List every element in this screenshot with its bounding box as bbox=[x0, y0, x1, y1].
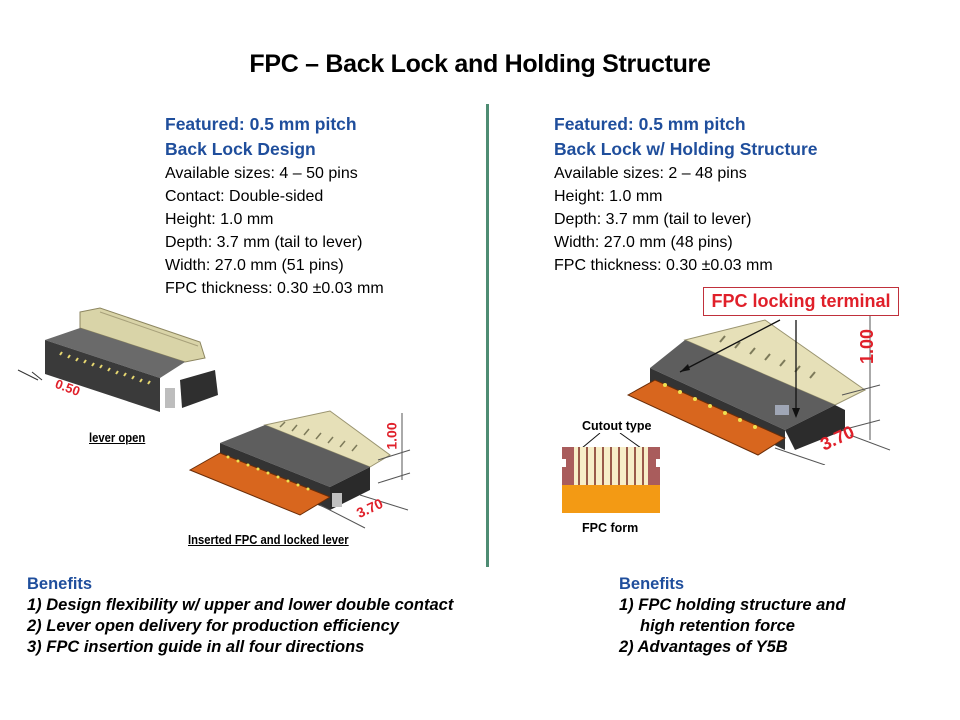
right-spec-width: Width: 27.0 mm (48 pins) bbox=[554, 234, 733, 251]
left-height-dimension-label: 1.00 bbox=[383, 422, 400, 450]
right-benefits: Benefits 1) FPC holding structure and hi… bbox=[619, 574, 845, 658]
left-spec-height: Height: 1.0 mm bbox=[165, 211, 274, 228]
right-spec-height: Height: 1.0 mm bbox=[554, 188, 663, 205]
right-spec-fpc-thickness: FPC thickness: 0.30 ±0.03 mm bbox=[554, 257, 773, 274]
right-heading-line-2: Back Lock w/ Holding Structure bbox=[554, 139, 818, 159]
left-spec-fpc-thickness: FPC thickness: 0.30 ±0.03 mm bbox=[165, 280, 384, 297]
left-spec-block: Featured: 0.5 mm pitch Back Lock Design … bbox=[165, 112, 384, 300]
left-spec-width: Width: 27.0 mm (51 pins) bbox=[165, 257, 344, 274]
left-heading-line-1: Featured: 0.5 mm pitch bbox=[165, 114, 357, 134]
left-heading-line-2: Back Lock Design bbox=[165, 139, 316, 159]
connector-locked-illustration bbox=[188, 410, 411, 529]
column-divider bbox=[486, 104, 489, 567]
right-spec-sizes: Available sizes: 2 – 48 pins bbox=[554, 165, 747, 182]
left-benefit-item: 1) Design flexibility w/ upper and lower… bbox=[27, 596, 454, 614]
right-benefit-item-continuation: high retention force bbox=[640, 617, 795, 635]
lever-open-caption: lever open bbox=[89, 431, 146, 445]
connector-lever-open-illustration bbox=[17, 307, 218, 412]
right-spec-depth: Depth: 3.7 mm (tail to lever) bbox=[554, 211, 752, 228]
left-spec-depth: Depth: 3.7 mm (tail to lever) bbox=[165, 234, 363, 251]
fpc-form-cutout-diagram bbox=[560, 433, 662, 513]
right-height-dimension-label: 1.00 bbox=[857, 328, 878, 365]
right-benefit-item: 2) Advantages of Y5B bbox=[619, 638, 788, 656]
left-benefits-heading: Benefits bbox=[27, 575, 93, 593]
left-benefit-item: 2) Lever open delivery for production ef… bbox=[27, 617, 399, 635]
fpc-form-label: FPC form bbox=[582, 521, 639, 535]
right-benefits-heading: Benefits bbox=[619, 575, 685, 593]
locked-lever-caption: Inserted FPC and locked lever bbox=[188, 533, 349, 547]
fpc-locking-terminal-callout: FPC locking terminal bbox=[703, 287, 899, 316]
right-benefit-item: 1) FPC holding structure and bbox=[619, 596, 846, 614]
cutout-type-label: Cutout type bbox=[582, 419, 652, 433]
right-heading-line-1: Featured: 0.5 mm pitch bbox=[554, 114, 746, 134]
left-spec-sizes: Available sizes: 4 – 50 pins bbox=[165, 165, 358, 182]
right-spec-block: Featured: 0.5 mm pitch Back Lock w/ Hold… bbox=[554, 112, 818, 277]
left-benefits: Benefits 1) Design flexibility w/ upper … bbox=[27, 574, 453, 658]
slide-title: FPC – Back Lock and Holding Structure bbox=[249, 50, 711, 78]
left-benefit-item: 3) FPC insertion guide in all four direc… bbox=[27, 638, 365, 656]
left-spec-contact: Contact: Double-sided bbox=[165, 188, 324, 205]
connector-holding-structure-illustration bbox=[626, 315, 891, 465]
